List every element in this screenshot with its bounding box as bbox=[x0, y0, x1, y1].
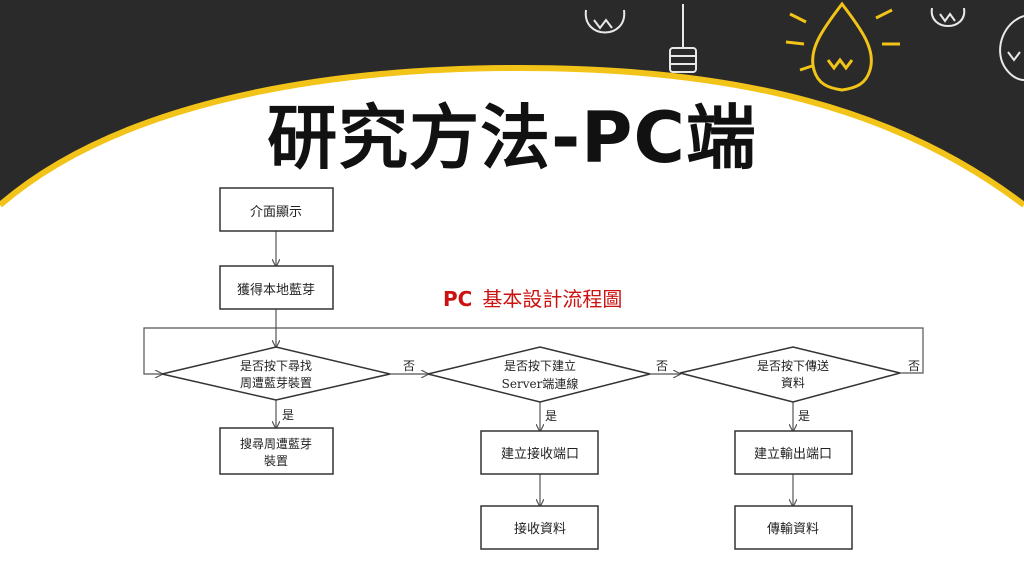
chalkboard-header bbox=[0, 0, 1024, 208]
process-node-create-receive-port: 建立接收端口 bbox=[480, 430, 599, 475]
process-node-display: 介面顯示 bbox=[219, 187, 334, 232]
edge-label-yes: 是 bbox=[545, 409, 557, 423]
process-node-receive-data: 接收資料 bbox=[480, 505, 599, 550]
node-label: 傳輸資料 bbox=[767, 522, 819, 537]
edge-label-no: 否 bbox=[656, 359, 668, 373]
diagram-caption: PC 基本設計流程圖 bbox=[443, 287, 658, 311]
edge-label-no: 否 bbox=[908, 359, 920, 373]
node-label: 資料 bbox=[781, 376, 805, 390]
lightbulb-icon bbox=[669, 4, 697, 73]
slide-title: 研究方法-PC端 bbox=[267, 97, 757, 179]
node-label: 搜尋周遭藍芽 bbox=[240, 436, 312, 451]
lightbulb-icon bbox=[584, 9, 626, 34]
edge-label-no: 否 bbox=[403, 359, 415, 373]
decision-node-send-data: 是否按下傳送 資料 bbox=[679, 346, 901, 403]
process-node-transmit-data: 傳輸資料 bbox=[734, 505, 853, 550]
node-label: 建立接收端口 bbox=[501, 446, 579, 462]
process-node-get-local-bluetooth: 獲得本地藍芽 bbox=[219, 265, 334, 310]
process-node-search-devices: 搜尋周遭藍芽 裝置 bbox=[219, 427, 334, 475]
node-label: 建立輸出端口 bbox=[754, 447, 832, 462]
node-label: 是否按下傳送 bbox=[757, 358, 829, 373]
edge-label-yes: 是 bbox=[282, 408, 294, 422]
process-node-create-output-port: 建立輸出端口 bbox=[734, 430, 853, 475]
node-label: 是否按下建立 bbox=[504, 358, 576, 373]
node-label: 介面顯示 bbox=[250, 205, 302, 220]
connector-lines bbox=[143, 231, 924, 506]
edge-label-yes: 是 bbox=[798, 409, 810, 423]
caption-prefix: PC bbox=[443, 287, 473, 311]
caption-text: 基本設計流程圖 bbox=[482, 287, 623, 311]
node-label: 是否按下尋找 bbox=[240, 359, 312, 373]
node-label: Server端連線 bbox=[502, 376, 579, 391]
node-label: 獲得本地藍芽 bbox=[237, 282, 315, 298]
decision-node-server-connection: 是否按下建立 Server端連線 bbox=[427, 346, 651, 403]
glowing-lightbulb-icon bbox=[785, 1, 900, 92]
node-label: 周遭藍芽裝置 bbox=[240, 376, 312, 390]
lightbulb-icon bbox=[930, 7, 966, 27]
node-label: 裝置 bbox=[264, 454, 288, 468]
decision-node-search-devices: 是否按下尋找 周遭藍芽裝置 bbox=[161, 346, 391, 401]
node-label: 接收資料 bbox=[514, 521, 566, 537]
lightbulb-icon bbox=[999, 15, 1024, 81]
